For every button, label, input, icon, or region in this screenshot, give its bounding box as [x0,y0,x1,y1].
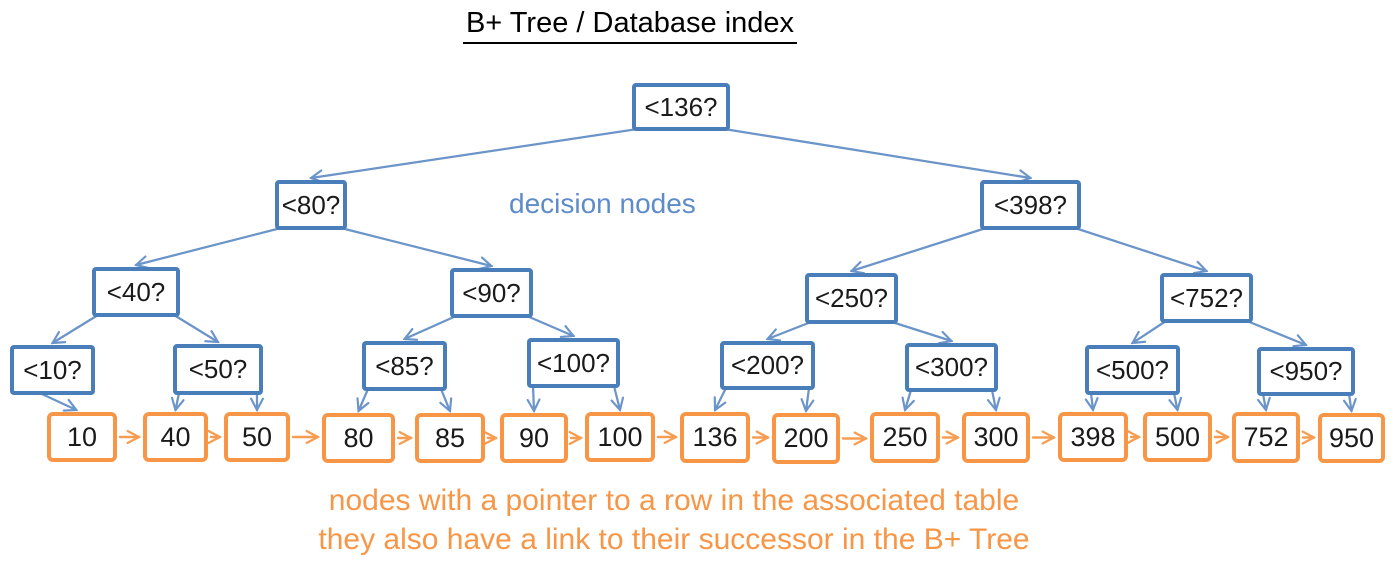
leaf-caption: nodes with a pointer to a row in the ass… [318,481,1029,559]
tree-edge-n300-l300 [992,388,996,410]
decision-node-40: <40? [92,267,180,317]
leaf-node-250: 250 [870,412,940,463]
tree-edge-n100-l90 [533,384,534,411]
tree-edge-n50-l40 [176,391,180,410]
decision-node-398: <398? [980,180,1081,230]
diagram-title: B+ Tree / Database index [462,7,798,44]
decision-node-752: <752? [1160,273,1253,323]
tree-edge-n10-l10 [38,391,77,410]
tree-edge-n500-l398 [1091,391,1093,410]
leaf-node-136: 136 [680,412,750,463]
tree-edge-n752-n950 [1245,319,1306,345]
leaf-node-80: 80 [322,413,395,463]
tree-edge-n136-n398 [722,127,1031,178]
tree-edge-n85-l80 [359,387,369,411]
tree-edge-n398-n250 [852,226,988,271]
decision-node-136: <136? [632,83,730,131]
leaf-node-40: 40 [143,412,208,462]
tree-edge-n200-l136 [715,386,728,410]
tree-edge-n950-l950 [1349,392,1352,411]
tree-edge-n500-l500 [1174,391,1178,410]
leaf-caption-line-2: they also have a link to their successor… [318,523,1030,556]
decision-node-500: <500? [1085,345,1180,395]
leaf-node-398: 398 [1058,412,1128,462]
decision-node-10: <10? [10,345,95,395]
leaf-node-200: 200 [772,413,840,464]
decision-node-80: <80? [275,180,347,230]
tree-edge-n250-n300 [890,320,952,341]
tree-edge-n90-n100 [525,314,574,336]
leaf-node-100: 100 [585,412,655,462]
leaf-node-10: 10 [47,412,117,462]
tree-edge-n85-l85 [441,387,450,411]
decision-node-50: <50? [173,344,263,395]
tree-edge-n136-n80 [311,127,640,178]
decision-node-100: <100? [527,338,620,388]
leaf-node-300: 300 [962,412,1030,463]
decision-node-90: <90? [450,268,533,318]
leaf-node-752: 752 [1232,412,1300,463]
tree-edge-n200-l200 [806,386,809,411]
tree-edge-n398-n752 [1073,226,1207,271]
tree-edge-n300-l250 [905,388,911,410]
leaf-node-50: 50 [224,412,290,462]
decision-node-85: <85? [362,341,447,391]
tree-edge-n950-l752 [1263,392,1266,410]
decision-node-300: <300? [905,343,998,392]
tree-edge-n80-n90 [339,226,492,266]
tree-edge-n40-n50 [172,313,218,342]
tree-edge-n100-l100 [614,384,620,410]
decision-node-250: <250? [805,273,898,324]
tree-edge-n752-n500 [1133,319,1168,343]
tree-edge-n250-n200 [768,320,813,339]
leaf-node-85: 85 [415,413,485,463]
leaf-node-500: 500 [1143,412,1212,462]
decision-node-950: <950? [1257,347,1355,396]
leaf-node-950: 950 [1318,413,1385,463]
tree-edge-n90-n85 [405,314,458,339]
decision-nodes-annotation: decision nodes [509,188,696,219]
leaf-node-90: 90 [500,413,568,463]
tree-edge-n40-n10 [53,313,100,343]
decision-node-200: <200? [720,341,815,390]
leaf-caption-line-1: nodes with a pointer to a row in the ass… [328,484,1020,517]
tree-edge-n80-n40 [136,226,283,265]
